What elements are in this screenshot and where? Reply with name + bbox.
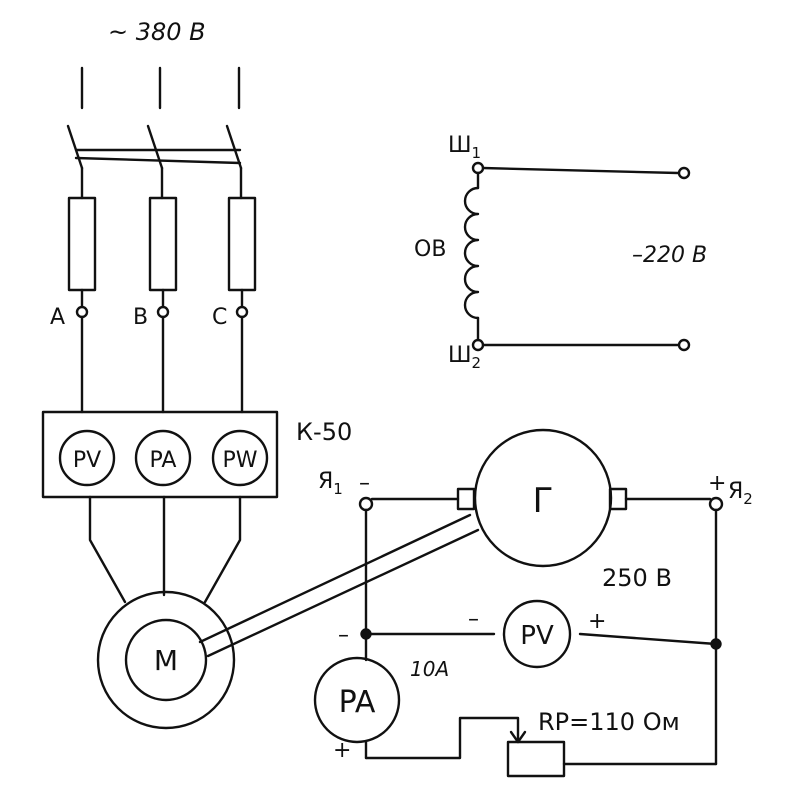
armature-terminal-1-polarity: – [359, 471, 370, 496]
armature-terminal-1-label: Я1 [318, 469, 343, 498]
fuse-c [227, 196, 257, 292]
field-terminal-2 [471, 338, 485, 352]
ammeter-minus: – [338, 623, 349, 648]
field-winding-label: ОВ [414, 237, 446, 262]
armature-terminal-2-polarity: + [708, 471, 726, 496]
voltmeter-label: PV [520, 621, 554, 651]
phase-label-a: A [50, 305, 65, 330]
phase-wires-to-set [80, 315, 244, 414]
generator-brush-right [608, 487, 628, 511]
voltmeter [502, 599, 572, 669]
junction-right [710, 638, 722, 650]
field-supply-voltage: –220 В [632, 243, 707, 268]
rheostat-slider-arrow [509, 730, 527, 744]
set-wattmeter [211, 429, 269, 487]
armature-terminal-2-label: Я2 [728, 479, 753, 508]
field-terminal-1 [471, 161, 485, 175]
motor-feed-wires [88, 495, 242, 604]
phase-wires-to-terminals [80, 288, 244, 308]
ammeter-rating: 10А [410, 657, 449, 681]
motor-outer [96, 590, 236, 730]
phase-label-c: C [212, 305, 227, 330]
rheostat [506, 740, 566, 778]
armature-terminal-2 [708, 496, 724, 512]
motor-label: М [154, 644, 178, 677]
armature-terminal-1 [358, 496, 374, 512]
generator-label: Г [533, 481, 554, 521]
field-winding-coil [463, 186, 480, 320]
field-terminal-1-label: Ш1 [448, 133, 481, 162]
junction-left [360, 628, 372, 640]
field-terminal-2-label: Ш2 [448, 343, 481, 372]
belt-drive [198, 513, 480, 658]
ammeter [313, 656, 401, 744]
motor-inner [124, 618, 208, 702]
terminal-a [75, 305, 89, 319]
field-supply-terminal-bottom [677, 338, 691, 352]
generator-brush-left [456, 487, 476, 511]
ammeter-label: PA [339, 685, 376, 720]
voltmeter-minus: – [468, 607, 479, 632]
phase-label-b: B [133, 305, 148, 330]
supply-voltage-label: ~ 380 В [108, 18, 206, 46]
field-supply-wire-top [481, 166, 680, 175]
three-pole-switch [66, 124, 243, 170]
fuse-a [67, 196, 97, 292]
set-voltmeter-label: PV [73, 448, 101, 473]
ammeter-plus: + [333, 738, 351, 763]
terminal-c [235, 305, 249, 319]
supply-lines [80, 66, 241, 110]
measuring-set-label: К-50 [296, 418, 352, 446]
measuring-set-k50 [41, 410, 279, 499]
set-voltmeter [58, 429, 116, 487]
generator-voltage: 250 В [602, 564, 672, 592]
voltmeter-plus: + [588, 609, 606, 634]
rheostat-label: RP=110 Ом [538, 708, 680, 736]
set-ammeter-label: PA [150, 448, 177, 473]
set-ammeter [134, 429, 192, 487]
phase-wires-upper [80, 166, 243, 200]
load-circuit-wires [364, 508, 718, 766]
terminal-b [156, 305, 170, 319]
field-supply-terminal-top [677, 166, 691, 180]
set-wattmeter-label: PW [222, 448, 257, 473]
fuse-b [148, 196, 178, 292]
